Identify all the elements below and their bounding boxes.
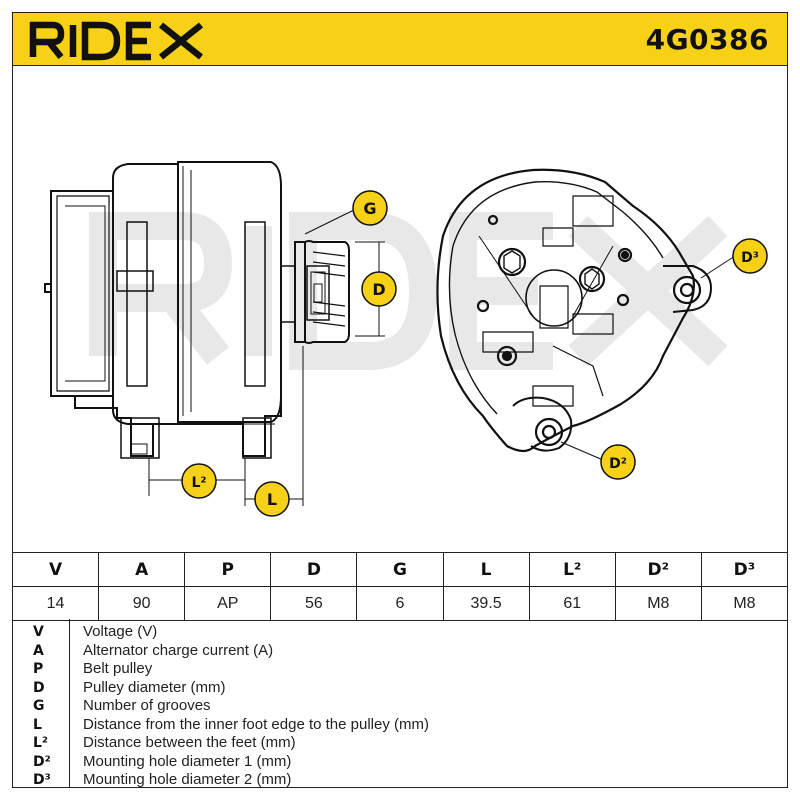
legend-item: G Number of grooves	[13, 697, 789, 715]
spec-header: G	[356, 552, 444, 587]
legend-desc: Voltage (V)	[83, 623, 158, 640]
svg-text:G: G	[363, 199, 376, 218]
spec-value: 14	[11, 586, 100, 621]
spec-value: M8	[614, 586, 702, 621]
technical-drawing-area: G D D³ D² L² L	[12, 66, 788, 552]
legend-item: V Voltage (V)	[13, 623, 789, 641]
ridex-logo	[29, 21, 204, 61]
legend-item: D Pulley diameter (mm)	[13, 679, 789, 697]
callout-g: G	[352, 190, 388, 226]
part-number: 4G0386	[645, 23, 769, 56]
callout-d3: D³	[732, 238, 768, 274]
header-bar: 4G0386	[12, 12, 788, 66]
callout-d: D	[361, 271, 397, 307]
legend-key: D³	[33, 772, 51, 788]
svg-text:L²: L²	[191, 475, 206, 491]
spec-header: D³	[700, 552, 789, 587]
svg-text:D²: D²	[609, 456, 627, 472]
legend-desc: Belt pulley	[83, 660, 153, 677]
spec-value: 56	[270, 586, 358, 621]
spec-value-row: 14 90 AP 56 6 39.5 61 M8 M8	[11, 586, 789, 621]
callout-l2: L²	[181, 463, 217, 499]
legend-desc: Mounting hole diameter 1 (mm)	[83, 752, 292, 770]
dimension-lines-end	[560, 255, 736, 461]
spec-table: V A P D G L L² D² D³ 14 90 AP 56 6 39.5 …	[11, 552, 789, 621]
callout-l: L	[254, 481, 290, 517]
spec-value: 39.5	[442, 586, 530, 621]
spec-value: M8	[700, 586, 789, 621]
spec-value: 6	[356, 586, 444, 621]
spec-header: D	[270, 552, 358, 587]
spec-header: V	[11, 552, 100, 587]
legend-item: D² Mounting hole diameter 1 (mm)	[13, 753, 789, 771]
legend-key: L	[33, 716, 42, 733]
legend-item: L Distance from the inner foot edge to t…	[13, 716, 789, 734]
watermark-logo	[89, 212, 728, 370]
legend-key: A	[33, 642, 44, 659]
dimension-lines-side	[148, 207, 385, 506]
legend-desc: Distance between the feet (mm)	[83, 734, 296, 751]
spec-value: 90	[98, 586, 186, 621]
legend-item: L² Distance between the feet (mm)	[13, 734, 789, 752]
legend-item: P Belt pulley	[13, 660, 789, 678]
spec-header: A	[98, 552, 186, 587]
legend-desc: Alternator charge current (A)	[83, 641, 274, 659]
spec-header: L²	[528, 552, 616, 587]
alternator-drawing: G D D³ D² L² L	[44, 161, 768, 517]
svg-text:D: D	[372, 280, 385, 299]
spec-header-row: V A P D G L L² D² D³	[11, 552, 789, 587]
legend-desc: Distance from the inner foot edge to the…	[83, 715, 429, 733]
legend-desc: Pulley diameter (mm)	[83, 678, 226, 696]
spec-header: P	[184, 552, 272, 587]
legend-key: P	[33, 661, 44, 677]
legend-key: V	[33, 624, 44, 640]
legend-desc: Mounting hole diameter 2 (mm)	[83, 771, 292, 788]
legend-key: G	[33, 698, 45, 714]
spec-sheet: 4G0386	[11, 12, 789, 788]
alternator-side-view	[44, 161, 350, 459]
spec-header: D²	[614, 552, 702, 587]
svg-text:D³: D³	[741, 250, 759, 266]
legend-key: D	[33, 679, 45, 696]
legend-divider	[69, 619, 70, 788]
legend-item: D³ Mounting hole diameter 2 (mm)	[13, 771, 789, 789]
callout-d2: D²	[600, 444, 636, 480]
legend-key: L²	[33, 735, 49, 751]
alternator-end-view	[436, 168, 713, 453]
svg-text:L: L	[267, 490, 277, 509]
legend: V Voltage (V) A Alternator charge curren…	[12, 619, 788, 788]
legend-item: A Alternator charge current (A)	[13, 642, 789, 660]
spec-value: AP	[184, 586, 272, 621]
legend-desc: Number of grooves	[83, 697, 211, 714]
spec-header: L	[442, 552, 530, 587]
spec-value: 61	[528, 586, 616, 621]
legend-key: D²	[33, 753, 51, 770]
